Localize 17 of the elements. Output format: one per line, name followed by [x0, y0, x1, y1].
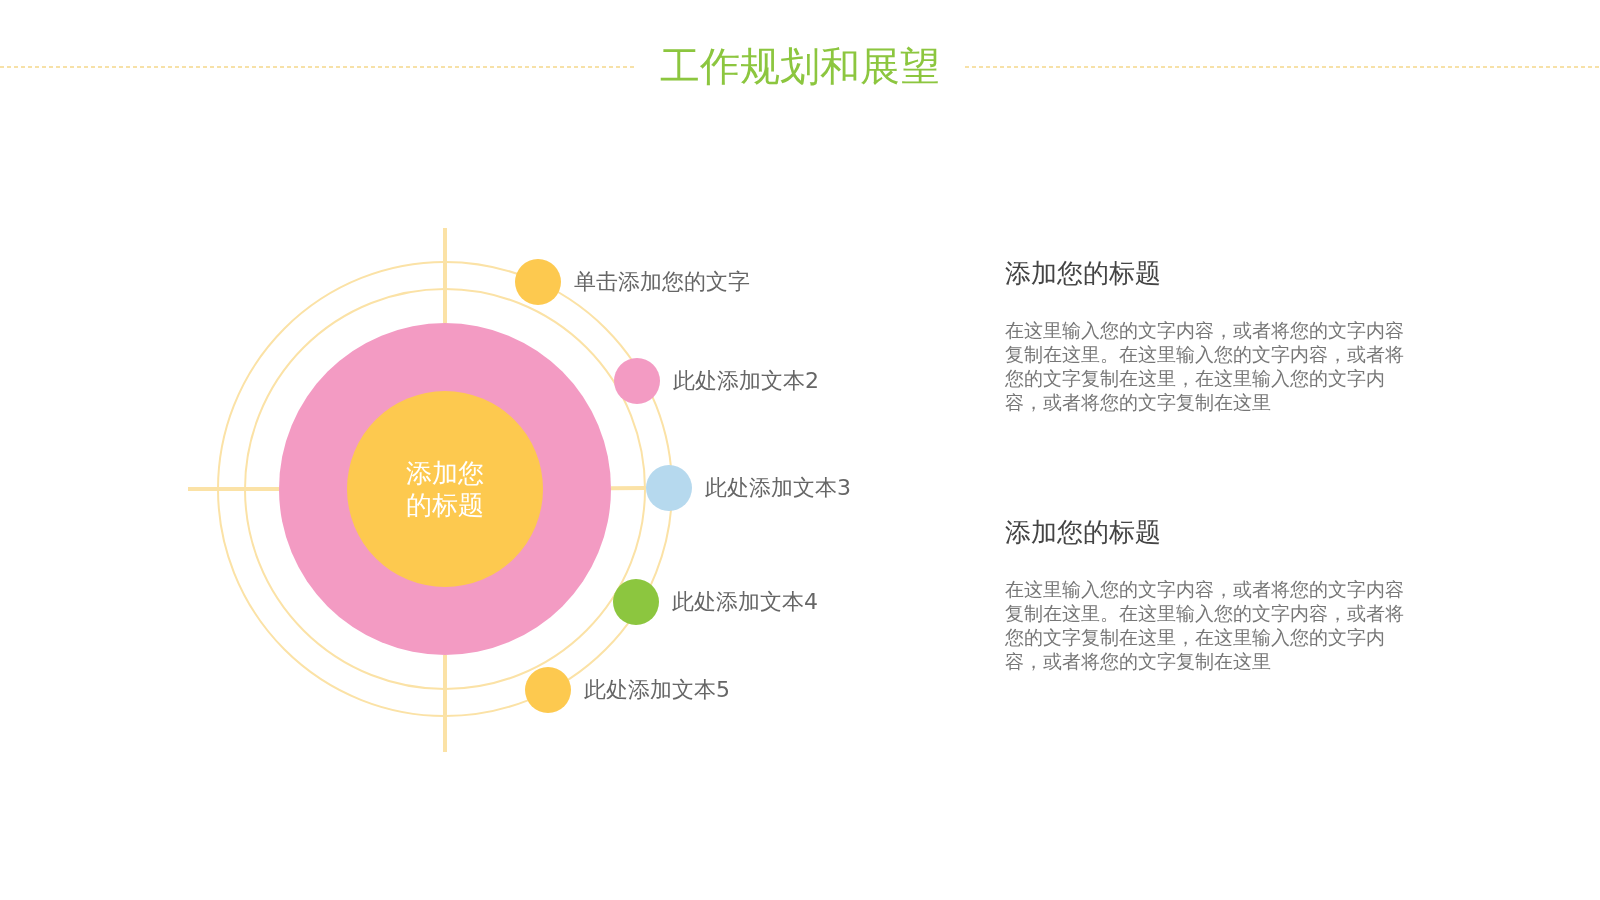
- connector-line: [611, 486, 646, 491]
- section-heading: 添加您的标题: [1005, 257, 1161, 289]
- marker-circle: [525, 667, 571, 713]
- circle-title: 添加您的标题: [405, 457, 485, 521]
- item-label: 此处添加文本3: [705, 474, 851, 502]
- marker-circle: [515, 259, 561, 305]
- body-paragraph: 在这里输入您的文字内容，或者将您的文字内容复制在这里。在这里输入您的文字内容，或者将您的文字复制在这里，在这里输入您的文字内容，或者将您的文字复制在这里: [1005, 318, 1405, 414]
- item-label: 此处添加文本2: [673, 367, 819, 395]
- body-paragraph: 在这里输入您的文字内容，或者将您的文字内容复制在这里。在这里输入您的文字内容，或者将您的文字复制在这里，在这里输入您的文字内容，或者将您的文字复制在这里: [1005, 577, 1405, 673]
- marker-circle: [614, 358, 660, 404]
- marker-circle: [613, 579, 659, 625]
- section-heading: 添加您的标题: [1005, 516, 1161, 548]
- item-label: 此处添加文本4: [672, 588, 818, 616]
- slide-title: 工作规划和展望: [660, 43, 940, 89]
- item-label: 单击添加您的文字: [574, 268, 750, 296]
- item-label: 此处添加文本5: [584, 676, 730, 704]
- marker-circle: [646, 465, 692, 511]
